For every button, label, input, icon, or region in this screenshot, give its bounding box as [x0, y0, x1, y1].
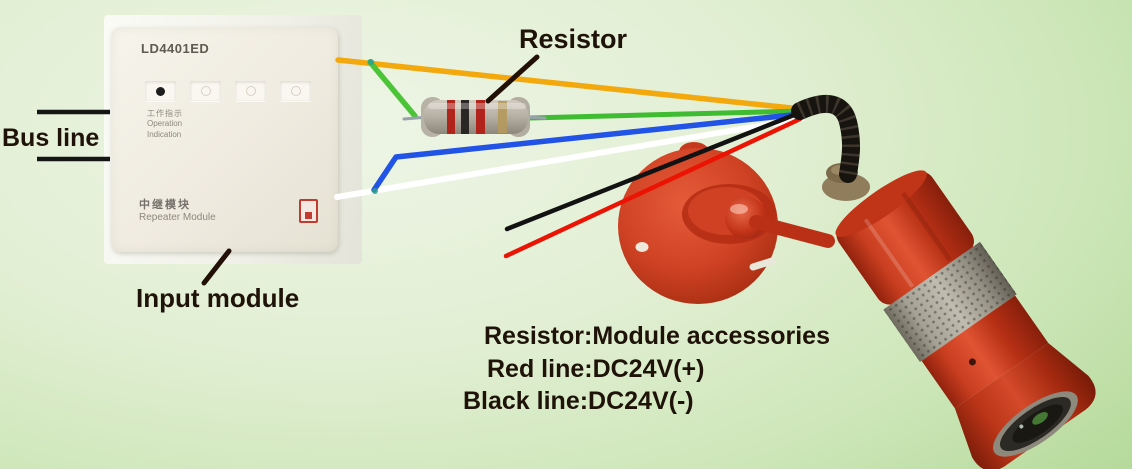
brand-logo-icon: [299, 199, 318, 223]
operation-indication-cn: 工作指示: [147, 109, 183, 118]
resistor-pointer-line: [485, 54, 540, 104]
resistor-label: Resistor: [519, 24, 628, 54]
bus-line-label: Bus line: [2, 124, 100, 152]
green-wire-right: [527, 108, 804, 121]
inactive-led-icon: [290, 86, 301, 96]
wire-junction: [368, 59, 374, 65]
flame-detector: [835, 170, 1096, 469]
operation-indication-en1: Operation: [147, 119, 183, 129]
resistor-band-black: [461, 100, 469, 134]
red-wire: [503, 116, 803, 259]
note-black-line: Black line:DC24V(-): [463, 387, 694, 415]
conduit-ribs: [796, 95, 860, 176]
black-wire: [504, 110, 802, 232]
inactive-led-icon: [200, 86, 211, 96]
indicator-led-slot: [280, 81, 311, 101]
blue-wire: [371, 111, 804, 193]
resistor-band-red: [476, 100, 485, 134]
white-wire: [334, 116, 804, 200]
operation-indication-label: 工作指示 Operation Indication: [147, 109, 183, 140]
indicator-led-slot: [190, 81, 221, 101]
resistor-component: [402, 97, 547, 137]
mounting-bracket: [618, 142, 835, 304]
wire-junction: [372, 188, 378, 194]
module-model-label: LD4401ED: [141, 41, 210, 56]
indicator-led-row: [145, 81, 311, 101]
note-red-line: Red line:DC24V(+): [487, 355, 705, 383]
input-module-label: Input module: [136, 283, 300, 313]
green-wire-left: [367, 59, 418, 119]
operation-indication-en2: Indication: [147, 129, 182, 139]
indicator-led-slot: [145, 81, 176, 101]
flexible-conduit: [791, 95, 860, 183]
module-name-cn: 中继模块: [139, 199, 191, 211]
inactive-led-icon: [245, 86, 256, 96]
indicator-led-slot: [235, 81, 266, 101]
module-name-en: Repeater Module: [139, 212, 216, 224]
input-module-pointer-line: [201, 248, 232, 286]
orange-wire: [335, 57, 804, 112]
input-module: LD4401ED 工作指示 Operation Indication 中继模块 …: [111, 27, 338, 252]
note-resistor-accessories: Resistor:Module accessories: [484, 322, 830, 350]
bracket-arm: [749, 215, 835, 248]
operation-led-icon: [156, 86, 165, 96]
bracket-notch: [749, 257, 776, 271]
resistor-band-red: [447, 100, 455, 134]
resistor-band-gold: [498, 101, 507, 133]
module-name-block: 中继模块 Repeater Module: [139, 199, 216, 224]
